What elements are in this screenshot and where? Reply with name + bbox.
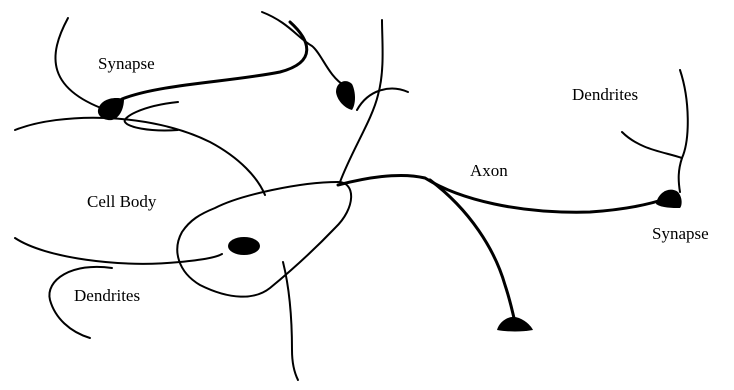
dendrite-upper-left-outer bbox=[54, 17, 113, 113]
dendrite-top-branch bbox=[356, 87, 409, 111]
label-synapse-top: Synapse bbox=[98, 54, 155, 73]
dendrite-right-short bbox=[621, 131, 683, 159]
dendrite-top-right bbox=[339, 19, 384, 183]
cell-body-outline bbox=[176, 181, 353, 298]
label-synapse-right: Synapse bbox=[652, 224, 709, 243]
label-dendrites-right: Dendrites bbox=[572, 85, 639, 104]
synapse-terminal-upper-left bbox=[97, 98, 124, 121]
dendrite-bottom bbox=[282, 261, 299, 381]
label-dendrites-left: Dendrites bbox=[74, 286, 141, 305]
dendrite-upper-left-hook bbox=[123, 101, 179, 132]
synapse-terminal-right bbox=[656, 189, 682, 208]
synapse-terminal-bottom bbox=[497, 316, 533, 332]
dendrite-left-lower bbox=[14, 237, 223, 265]
dendrite-left-hook bbox=[48, 265, 113, 339]
dendrite-big-arc bbox=[14, 116, 266, 196]
axon-terminal-upper-mid bbox=[261, 11, 346, 87]
axon-collateral bbox=[428, 178, 516, 320]
label-cell-body: Cell Body bbox=[87, 192, 157, 211]
label-axon: Axon bbox=[470, 161, 508, 180]
nucleus bbox=[228, 237, 260, 255]
dendrite-right-long bbox=[677, 69, 689, 193]
synapse-terminal-upper-mid bbox=[336, 81, 355, 110]
axon-main bbox=[336, 174, 670, 214]
